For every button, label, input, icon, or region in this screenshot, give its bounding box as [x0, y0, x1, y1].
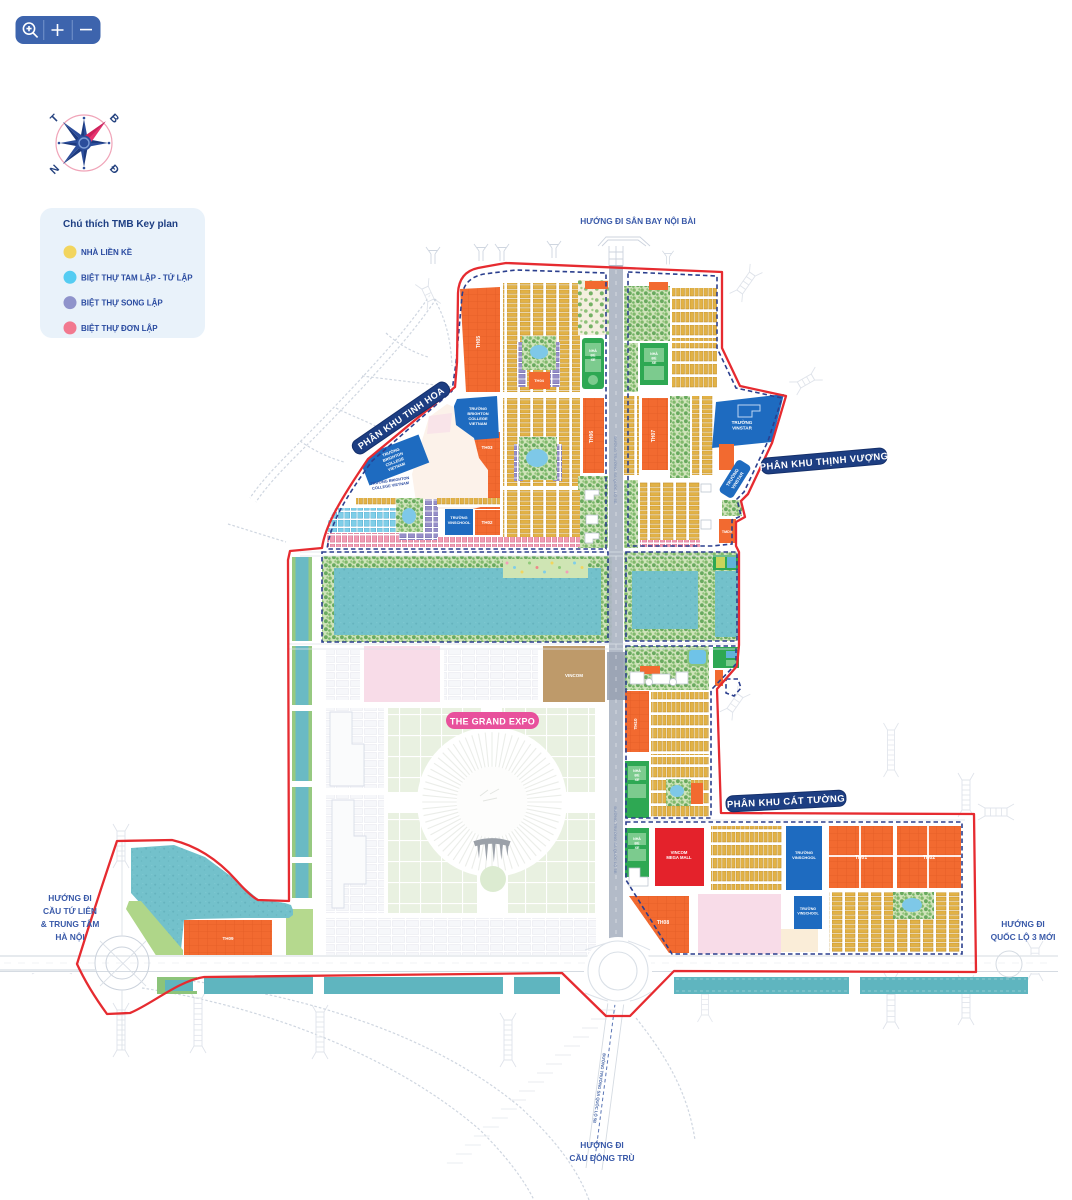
svg-text:VINSCHOOL: VINSCHOOL: [797, 912, 819, 916]
svg-text:ĐƯỜNG TRƯỜNG SA QUỐC LỘ 5B: ĐƯỜNG TRƯỜNG SA QUỐC LỘ 5B: [613, 806, 618, 873]
svg-text:NHÀ: NHÀ: [633, 768, 641, 773]
svg-text:NHÀ: NHÀ: [589, 348, 597, 353]
svg-text:XE: XE: [635, 778, 640, 782]
svg-text:HƯỚNG ĐI: HƯỚNG ĐI: [580, 1139, 623, 1150]
svg-text:ĐƯỜNG TRƯỜNG SA QUỐC LỘ 5B: ĐƯỜNG TRƯỜNG SA QUỐC LỘ 5B: [613, 436, 618, 503]
svg-text:BIỆT THỰ ĐƠN LẬP: BIỆT THỰ ĐƠN LẬP: [81, 324, 158, 333]
svg-text:QUỐC LỘ 3 MỚI: QUỐC LỘ 3 MỚI: [991, 931, 1056, 942]
svg-text:TRƯỜNG: TRƯỜNG: [800, 906, 816, 911]
svg-text:ĐỂ: ĐỂ: [591, 353, 597, 358]
svg-text:BIỆT THỰ SONG LẬP: BIỆT THỰ SONG LẬP: [81, 299, 163, 308]
svg-text:TH02: TH02: [481, 520, 493, 525]
svg-text:XE: XE: [591, 358, 596, 362]
svg-text:VINCOM: VINCOM: [565, 673, 583, 678]
svg-text:NHÀ: NHÀ: [633, 836, 641, 841]
svg-text:ĐỂ: ĐỂ: [652, 356, 658, 361]
svg-text:COLLEGE: COLLEGE: [385, 456, 405, 468]
svg-text:TRƯỜNG: TRƯỜNG: [469, 406, 487, 411]
svg-text:TH07: TH07: [651, 430, 657, 442]
svg-text:CẦU TỨ LIÊN: CẦU TỨ LIÊN: [43, 905, 97, 916]
svg-text:TH06: TH06: [589, 431, 595, 443]
svg-text:TH10: TH10: [633, 718, 638, 730]
svg-text:Chú thích TMB Key plan: Chú thích TMB Key plan: [63, 219, 178, 230]
svg-text:VIETNAM: VIETNAM: [469, 421, 488, 426]
svg-text:COLLEGE VIETNAM: COLLEGE VIETNAM: [372, 480, 410, 491]
svg-text:XE: XE: [652, 361, 657, 365]
svg-text:TRƯỜNG: TRƯỜNG: [450, 515, 467, 520]
svg-text:TH04: TH04: [534, 378, 545, 383]
svg-text:VINSCHOOL: VINSCHOOL: [792, 855, 816, 860]
svg-text:NHÀ LIỀN KỀ: NHÀ LIỀN KỀ: [81, 247, 133, 257]
svg-text:CẦU ĐÔNG TRÙ: CẦU ĐÔNG TRÙ: [569, 1152, 634, 1163]
svg-text:XE: XE: [635, 846, 640, 850]
svg-text:BIỆT THỰ TAM LẬP - TỨ LẬP: BIỆT THỰ TAM LẬP - TỨ LẬP: [81, 273, 193, 282]
svg-text:TRƯỜNG BRIGHTON: TRƯỜNG BRIGHTON: [370, 475, 410, 486]
svg-text:VINSTAR: VINSTAR: [732, 426, 753, 431]
svg-text:TH02: TH02: [923, 855, 935, 861]
svg-text:THE GRAND EXPO: THE GRAND EXPO: [450, 717, 535, 727]
svg-text:VIETNAM: VIETNAM: [387, 461, 406, 472]
svg-text:HƯỚNG ĐI: HƯỚNG ĐI: [48, 892, 91, 903]
svg-text:TH09: TH09: [222, 936, 234, 941]
svg-text:TH01: TH01: [855, 855, 867, 861]
svg-text:TMDV: TMDV: [722, 530, 733, 534]
svg-text:TRƯỜNG: TRƯỜNG: [732, 418, 753, 425]
svg-text:HÀ NỘI: HÀ NỘI: [55, 931, 84, 942]
svg-text:HƯỚNG ĐI SÂN BAY NỘI BÀI: HƯỚNG ĐI SÂN BAY NỘI BÀI: [580, 215, 695, 226]
svg-text:TH03: TH03: [481, 445, 493, 450]
svg-text:BRIGHTON: BRIGHTON: [467, 411, 488, 416]
svg-text:COLLEGE: COLLEGE: [468, 416, 488, 421]
svg-text:ĐỂ: ĐỂ: [635, 841, 641, 846]
svg-text:ĐỂ: ĐỂ: [635, 773, 641, 778]
svg-text:TRƯỜNG: TRƯỜNG: [795, 850, 813, 855]
svg-text:MEGA MALL: MEGA MALL: [666, 855, 692, 860]
svg-text:VINSCHOOL: VINSCHOOL: [448, 521, 471, 525]
svg-text:VINCOM: VINCOM: [671, 850, 688, 855]
svg-text:NHÀ: NHÀ: [650, 351, 658, 356]
svg-text:TH05: TH05: [476, 336, 482, 348]
svg-text:TRƯỜNG: TRƯỜNG: [382, 446, 401, 457]
svg-text:& TRUNG TÂM: & TRUNG TÂM: [41, 918, 100, 929]
svg-text:TH08: TH08: [657, 920, 669, 926]
svg-text:HƯỚNG ĐI: HƯỚNG ĐI: [1001, 918, 1044, 929]
